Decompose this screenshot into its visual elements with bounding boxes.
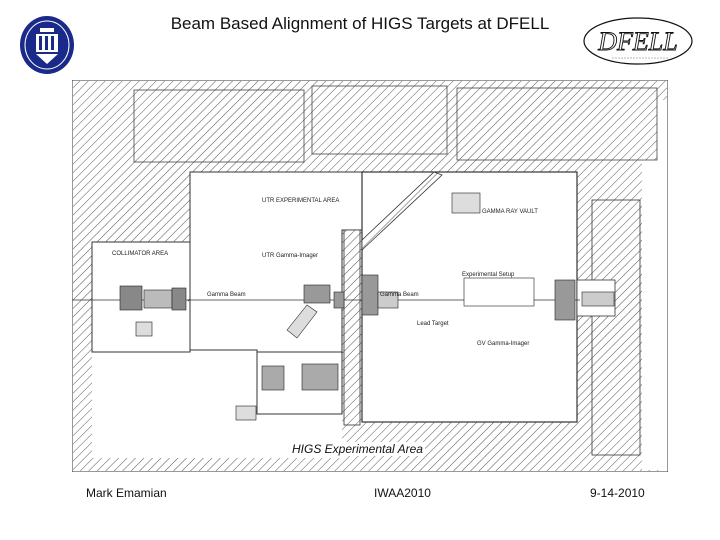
- label-beam-left: Gamma Beam: [207, 292, 246, 298]
- lower-equipment: [235, 363, 339, 421]
- label-collimator: COLLIMATOR AREA: [112, 251, 168, 257]
- vault-equipment: [361, 192, 615, 321]
- dfell-logo: DFELL: [583, 17, 693, 65]
- footer-event: IWAA2010: [374, 486, 431, 500]
- svg-text:DFELL: DFELL: [597, 27, 677, 56]
- footer-date: 9-14-2010: [590, 486, 645, 500]
- label-gamma-vault: GAMMA RAY VAULT: [482, 209, 538, 215]
- label-gv-imager: GV Gamma-Imager: [477, 341, 529, 347]
- footer-author: Mark Emamian: [86, 486, 167, 500]
- slide-title: Beam Based Alignment of HIGS Targets at …: [170, 14, 550, 33]
- rooms: [91, 171, 641, 456]
- label-beam-right: Gamma Beam: [380, 292, 419, 298]
- label-utr-area: UTR EXPERIMENTAL AREA: [262, 198, 339, 204]
- floor-plan: UTR EXPERIMENTAL AREA GAMMA RAY VAULT CO…: [72, 80, 668, 472]
- label-utr-imager: UTR Gamma-Imager: [262, 253, 318, 259]
- diagonal-wall: [361, 171, 443, 251]
- label-lead-target: Lead Target: [417, 321, 449, 327]
- label-exp-setup: Experimental Setup: [462, 272, 515, 278]
- collimator-equipment: [119, 285, 187, 337]
- plan-caption: HIGS Experimental Area: [290, 442, 425, 456]
- duke-shield-logo: [20, 16, 74, 74]
- utr-imager-equipment: [286, 284, 345, 339]
